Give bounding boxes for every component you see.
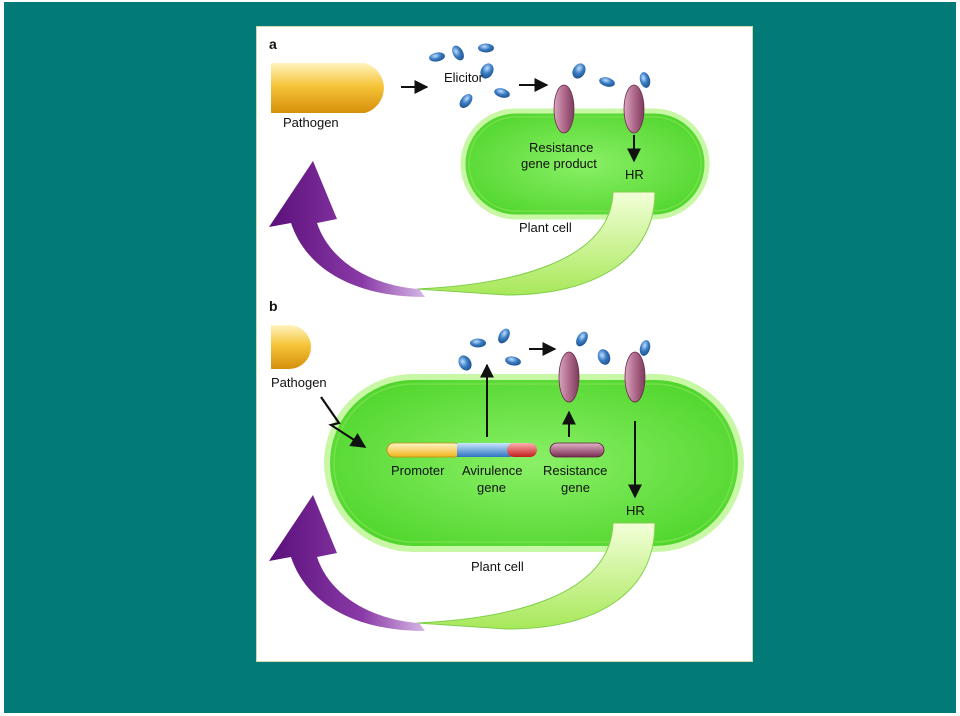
hr-a-label: HR: [625, 167, 644, 182]
plant-cell-a-label: Plant cell: [519, 220, 572, 235]
resistance-arrow-b: [269, 495, 425, 631]
plant-pathogen-diagram: a Pathogen Elicitor: [269, 36, 744, 631]
resistance-arrow-a: [269, 161, 425, 297]
avirulence-label-line1: Avirulence: [462, 463, 522, 478]
elicitor-label: Elicitor: [444, 70, 484, 85]
elicitor-molecules-a: [429, 43, 651, 108]
resistance-gene-label-line2: gene: [561, 480, 590, 495]
figure-panel: a Pathogen Elicitor: [256, 26, 753, 662]
resistance-gene-product-line1: Resistance: [529, 140, 593, 155]
plant-cell-b: [324, 374, 744, 552]
pathogen-b-label: Pathogen: [271, 375, 327, 390]
plant-cell-b-label: Plant cell: [471, 559, 524, 574]
pathogen-b-shape: [271, 325, 311, 369]
avirulence-segment: [457, 443, 511, 457]
avirulence-end-segment: [507, 443, 537, 457]
pathogen-entry-arrow: [320, 396, 367, 448]
panel-b-letter: b: [269, 298, 278, 314]
receptor-a-2: [623, 84, 645, 134]
pathogen-a-shape: [271, 63, 384, 113]
receptor-b-1: [558, 351, 580, 403]
pathogen-a-label: Pathogen: [283, 115, 339, 130]
promoter-label: Promoter: [391, 463, 445, 478]
resistance-gene-product-line2: gene product: [521, 156, 597, 171]
slide-background: a Pathogen Elicitor: [4, 2, 956, 713]
elicitor-molecules-b: [458, 328, 651, 371]
plant-cell-a: [460, 108, 710, 220]
resistance-gene-bar: [549, 442, 605, 458]
panel-a-letter: a: [269, 36, 277, 52]
avirulence-label-line2: gene: [477, 480, 506, 495]
hr-arrow-b: [416, 522, 656, 630]
hr-b-label: HR: [626, 503, 645, 518]
promoter-segment: [386, 442, 462, 458]
receptor-b-2: [624, 351, 646, 403]
receptor-a-1: [553, 84, 575, 134]
gene-bar: [386, 442, 537, 458]
resistance-gene-label-line1: Resistance: [543, 463, 607, 478]
